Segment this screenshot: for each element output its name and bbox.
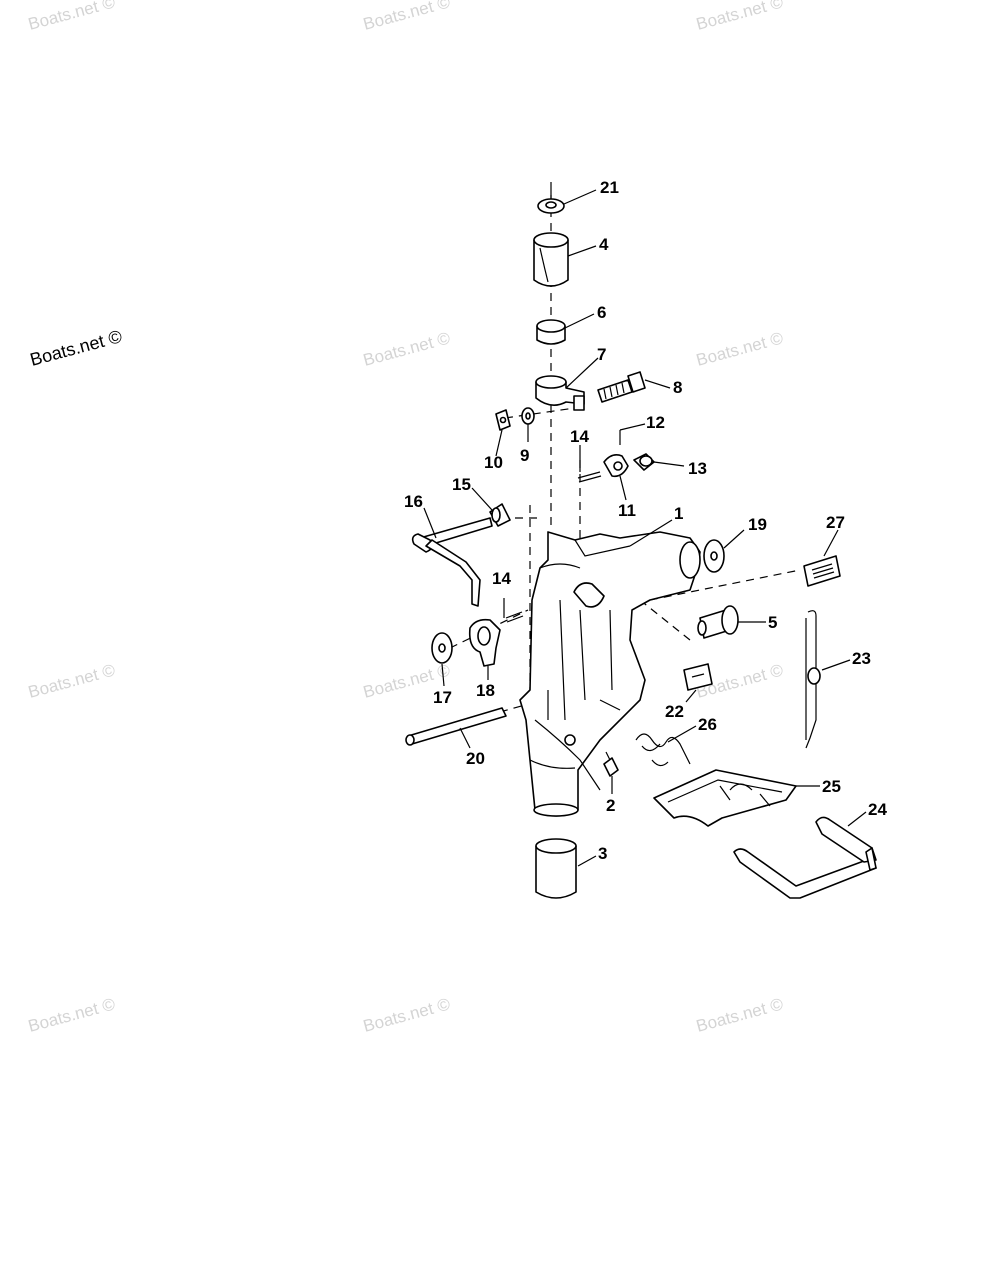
watermark: Boats.net ©: [26, 660, 117, 702]
watermark-layer: Boats.net © Boats.net © Boats.net © Boat…: [26, 0, 785, 1036]
part-25-plate: [653, 769, 797, 827]
part-19-washer: [703, 539, 725, 573]
callout-11: 11: [618, 501, 636, 520]
part-24-tilt-lever: [733, 816, 877, 899]
callout-27: 27: [826, 513, 845, 532]
callout-21: 21: [600, 178, 619, 197]
callout-26: 26: [698, 715, 717, 734]
callout-5: 5: [768, 613, 777, 632]
watermark: Boats.net ©: [361, 328, 452, 370]
callout-7: 7: [597, 345, 606, 364]
callout-25: 25: [822, 777, 841, 796]
callout-2: 2: [606, 796, 615, 815]
leader-lines: [423, 189, 867, 867]
callout-22: 22: [665, 702, 684, 721]
part-23-spring: [805, 610, 821, 749]
part-22-decal: [683, 663, 713, 691]
watermark: Boats.net ©: [26, 0, 117, 34]
part-26-spring: [635, 733, 691, 767]
part-3-lower-bushing: [535, 838, 577, 899]
watermark: Boats.net ©: [361, 994, 452, 1036]
callout-9: 9: [520, 446, 529, 465]
callout-13: 13: [688, 459, 707, 478]
callout-23: 23: [852, 649, 871, 668]
callout-15: 15: [452, 475, 471, 494]
watermark: Boats.net ©: [26, 994, 117, 1036]
watermark-prominent: Boats.net ©: [28, 326, 124, 370]
watermark: Boats.net ©: [694, 328, 785, 370]
part-13-cap: [633, 453, 655, 471]
part-11-knob: [603, 454, 629, 478]
callout-14-upper: 14: [570, 427, 589, 446]
part-5-pivot-pin: [697, 605, 739, 639]
callout-3: 3: [598, 844, 607, 863]
callout-12: 12: [646, 413, 665, 432]
part-14-pin-upper: [577, 471, 602, 483]
callout-20: 20: [466, 749, 485, 768]
callout-18: 18: [476, 681, 495, 700]
part-17-washer: [431, 632, 453, 664]
part-8-bolt: [597, 371, 646, 403]
part-20-rod: [405, 707, 507, 746]
part-21-nut: [537, 182, 565, 214]
callout-24: 24: [868, 800, 887, 819]
part-16-handle: [411, 517, 493, 607]
callout-4: 4: [599, 235, 609, 254]
watermark: Boats.net ©: [694, 994, 785, 1036]
callout-1: 1: [674, 504, 683, 523]
part-2-grease-fitting: [603, 751, 619, 777]
part-10-square-nut: [495, 409, 511, 431]
watermark: Boats.net ©: [361, 0, 452, 34]
part-18-cam-lever: [468, 618, 501, 667]
part-9-washer: [521, 407, 535, 425]
callout-8: 8: [673, 378, 682, 397]
callout-14-lower: 14: [492, 569, 511, 588]
part-1-swivel-bracket: [519, 531, 701, 817]
part-4-bushing: [533, 232, 569, 287]
callout-6: 6: [597, 303, 606, 322]
part-27-decal: [803, 555, 841, 587]
watermark: Boats.net ©: [694, 0, 785, 34]
callout-10: 10: [484, 453, 503, 472]
callout-19: 19: [748, 515, 767, 534]
part-7-clamp: [535, 375, 585, 411]
part-6-bushing-ring: [536, 319, 566, 345]
part-14-pin-lower: [505, 611, 524, 623]
callout-17: 17: [433, 688, 452, 707]
callout-16: 16: [404, 492, 423, 511]
callout-labels: 21 4 6 7 8 9 10 12 13 14 11 15 16 1 19 2…: [404, 178, 887, 863]
part-15-sleeve: [489, 503, 511, 527]
